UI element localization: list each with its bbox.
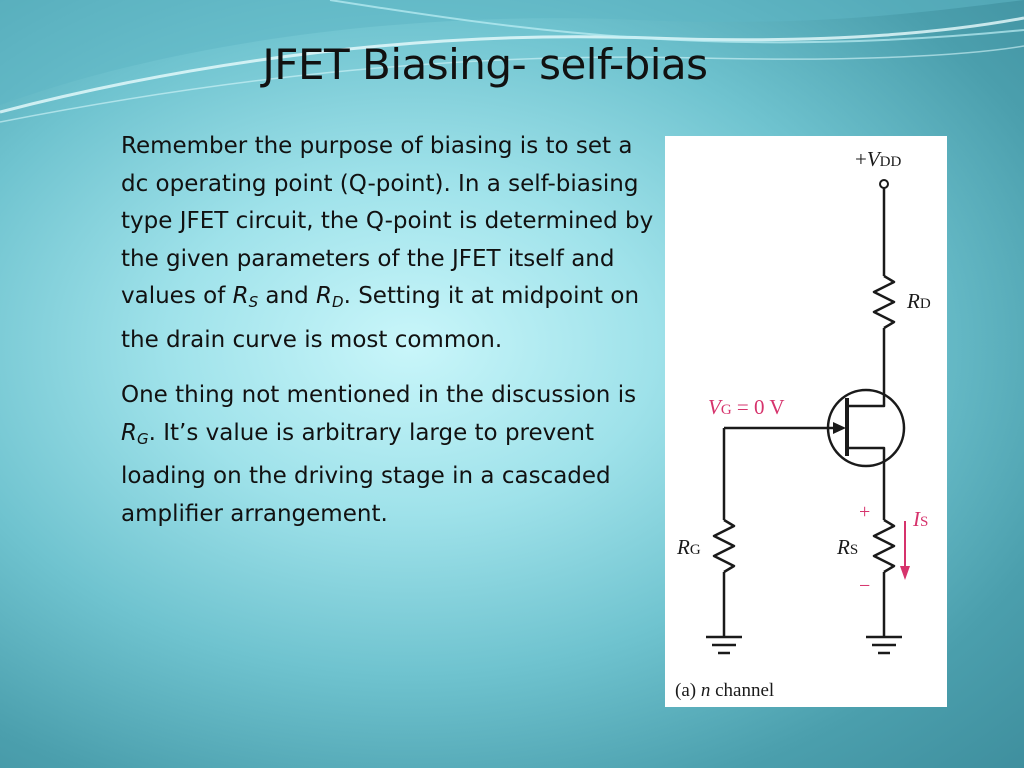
rs-resistor xyxy=(872,518,896,574)
var-rg: RG xyxy=(121,419,149,448)
rs-label: RS xyxy=(836,535,858,559)
circuit-figure: +VDD RD VG = 0 V RG RS + − IS (a) n chan… xyxy=(665,136,947,707)
var-subscript: S xyxy=(248,293,259,311)
var-subscript: G xyxy=(136,429,149,448)
rd-label: RD xyxy=(906,289,931,313)
background-wave-decoration xyxy=(0,0,1024,123)
rg-resistor xyxy=(712,518,736,574)
text-segment: and xyxy=(258,283,317,309)
rg-label: RG xyxy=(676,535,701,559)
var-letter: R xyxy=(121,419,137,446)
circuit-wires xyxy=(712,179,906,636)
paragraph-rg: One thing not mentioned in the discussio… xyxy=(121,377,661,533)
ground-left-icon xyxy=(706,635,742,655)
body-text: Remember the purpose of biasing is to se… xyxy=(121,128,661,533)
gate-arrow-icon xyxy=(833,422,846,434)
rd-resistor xyxy=(872,274,896,330)
text-segment: One thing not mentioned in the discussio… xyxy=(121,382,637,408)
circuit-diagram: +VDD RD VG = 0 V RG RS + − IS (a) n chan… xyxy=(675,147,931,701)
ground-right-icon xyxy=(866,635,902,655)
vg-label: VG = 0 V xyxy=(708,395,785,419)
is-label: IS xyxy=(912,507,928,531)
var-letter: R xyxy=(316,283,333,309)
var-subscript: D xyxy=(332,293,344,311)
rs-minus-sign: − xyxy=(859,575,870,597)
vdd-terminal xyxy=(879,179,889,189)
slide-title: JFET Biasing- self-bias xyxy=(262,40,708,89)
jfet-source-lead xyxy=(847,446,886,504)
rs-plus-sign: + xyxy=(859,501,870,523)
paragraph-purpose: Remember the purpose of biasing is to se… xyxy=(121,128,661,359)
figure-caption: (a) n channel xyxy=(675,680,774,701)
vdd-label: +VDD xyxy=(855,147,902,171)
var-rs: RS xyxy=(232,283,259,311)
is-arrow-icon xyxy=(900,566,910,580)
var-rd: RD xyxy=(316,283,344,311)
text-segment: Remember the purpose of biasing is to se… xyxy=(121,133,654,309)
jfet-drain-lead xyxy=(847,388,886,408)
text-segment: . It’s value is arbitrary large to preve… xyxy=(121,419,611,527)
var-letter: R xyxy=(232,283,249,309)
text-segment: . Setting it at midpoint on the drain cu… xyxy=(121,283,640,353)
